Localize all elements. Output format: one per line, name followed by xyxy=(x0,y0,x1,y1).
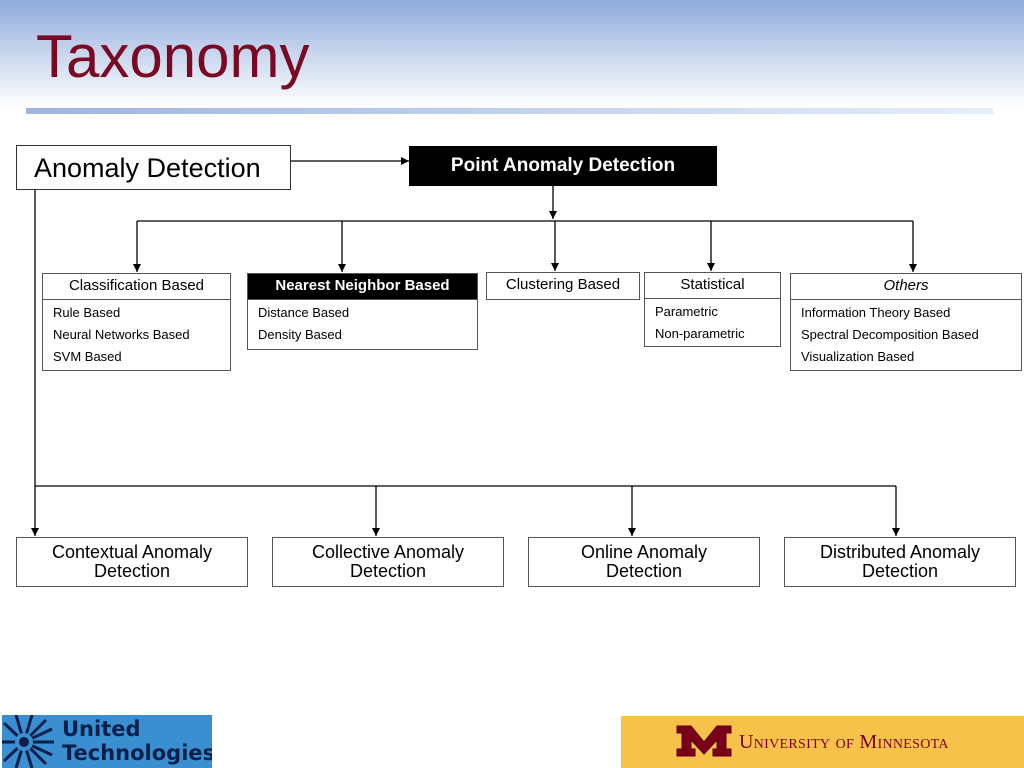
classification-based-box: Classification Based Rule Based Neural N… xyxy=(42,273,231,371)
logo-text-line2: Technologies xyxy=(62,741,212,765)
list-item: Rule Based xyxy=(53,305,121,320)
clustering-based-box: Clustering Based xyxy=(486,272,640,300)
list-item: Density Based xyxy=(258,327,342,342)
box-label-line1: Distributed Anomaly xyxy=(819,542,981,562)
list-item: Spectral Decomposition Based xyxy=(801,327,979,342)
header-gradient xyxy=(0,0,1024,108)
box-label-line1: Contextual Anomaly xyxy=(51,542,213,562)
list-item: SVM Based xyxy=(53,349,122,364)
nearest-neighbor-based-box: Nearest Neighbor Based Distance Based De… xyxy=(247,273,478,350)
university-of-minnesota-logo: University of Minnesota xyxy=(621,716,1024,768)
point-anomaly-detection-box: Point Anomaly Detection xyxy=(409,146,717,186)
statistical-box: Statistical Parametric Non-parametric xyxy=(644,272,781,347)
logo-text-line1: United xyxy=(62,717,141,741)
title-divider xyxy=(26,108,993,114)
anomaly-detection-box: Anomaly Detection xyxy=(16,145,291,190)
list-item: Visualization Based xyxy=(801,349,915,364)
list-item: Information Theory Based xyxy=(801,305,951,320)
list-item: Neural Networks Based xyxy=(53,327,190,342)
list-item: Non-parametric xyxy=(655,326,745,341)
slide-title: Taxonomy xyxy=(36,23,310,90)
others-box: Others Information Theory Based Spectral… xyxy=(790,273,1022,371)
category-label: Statistical xyxy=(645,273,780,299)
box-label-line1: Online Anomaly xyxy=(580,542,708,562)
sunburst-icon xyxy=(2,715,54,768)
category-label: Classification Based xyxy=(43,274,230,300)
united-technologies-logo: United Technologies xyxy=(2,715,212,768)
box-label-line2: Detection xyxy=(605,561,683,581)
category-label: Others xyxy=(791,274,1021,300)
box-label-line2: Detection xyxy=(861,561,939,581)
box-label-line1: Collective Anomaly xyxy=(311,542,465,562)
category-label: Nearest Neighbor Based xyxy=(248,274,477,300)
list-item: Distance Based xyxy=(258,305,350,320)
box-label-line2: Detection xyxy=(93,561,171,581)
list-item: Parametric xyxy=(655,304,718,319)
logo-text: University of Minnesota xyxy=(739,731,949,753)
block-m-icon xyxy=(676,725,732,757)
box-label-line2: Detection xyxy=(349,561,427,581)
